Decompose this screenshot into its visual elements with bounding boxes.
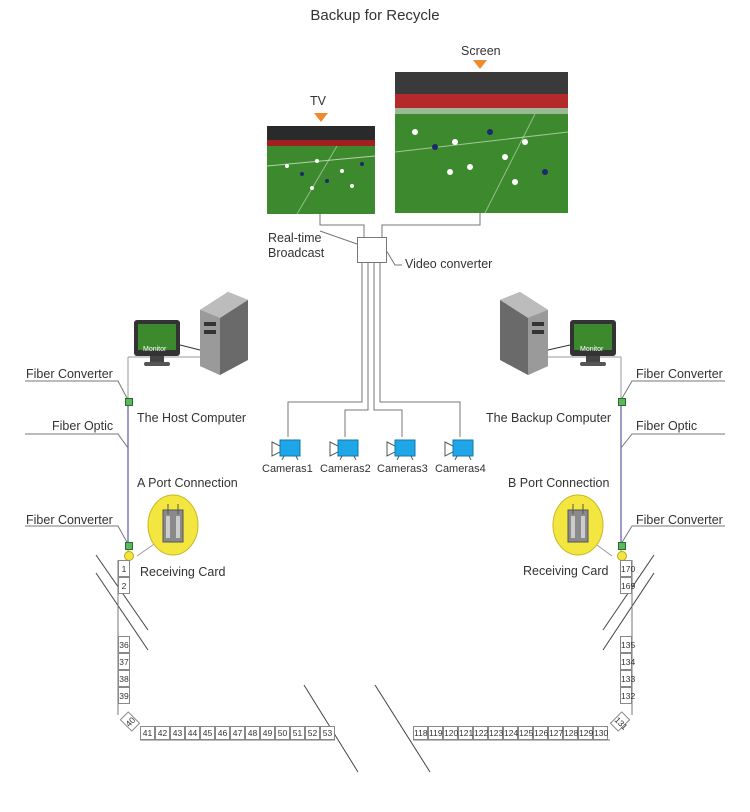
a-port-label: A Port Connection [137,476,238,490]
cabinet-cell: 132 [620,687,635,704]
fiber-optic-label-right: Fiber Optic [636,419,698,433]
host-monitor-text: Monitor [143,346,167,353]
diagram-title: Backup for Recycle [310,7,440,24]
cabinet-cell: 36 [118,636,130,653]
cabinet-cell: 128 [563,726,579,740]
video-converter-icon [357,237,387,263]
cabinet-cell: 169 [620,577,635,594]
cabinet-cell: 37 [118,653,130,670]
cabinet-cell: 50 [275,726,290,740]
backup-computer-label: The Backup Computer [486,411,612,425]
cabinet-cell: 38 [118,670,130,687]
camera-label: Cameras4 [435,463,486,475]
cabinet-cell: 125 [518,726,534,740]
fiber-converter-icon-right-bottom [618,542,626,550]
cabinet-cell: 47 [230,726,245,740]
cabinet-cell: 122 [473,726,489,740]
receiving-card-label-right: Receiving Card [523,564,609,578]
fiber-optic-label-left: Fiber Optic [52,419,114,433]
cabinet-cell: 51 [290,726,305,740]
cabinet-cell: 120 [443,726,459,740]
tv-label: TV [310,94,326,108]
b-port-label: B Port Connection [508,476,610,490]
screen-label: Screen [461,44,501,58]
cabinet-cell: 44 [185,726,200,740]
b-port-card-icon [552,494,604,556]
realtime-label-line1: Real-time [268,231,322,245]
fiber-converter-label-right-top: Fiber Converter [636,367,723,381]
fiber-converter-label-right-bottom: Fiber Converter [636,513,723,527]
cabinet-cell: 49 [260,726,275,740]
screen-arrow-icon [473,60,487,69]
cabinet-cell: 48 [245,726,260,740]
cabinet-cell: 119 [428,726,443,740]
fiber-converter-icon-left-top [125,398,133,406]
camera-icon [329,439,359,460]
fiber-converter-label-left-bottom: Fiber Converter [26,513,113,527]
host-computer-icon [134,292,248,375]
cabinet-cell: 52 [305,726,320,740]
cabinet-cell: 127 [548,726,564,740]
tv-arrow-icon [314,113,328,122]
cabinet-cell: 53 [320,726,335,740]
cabinet-cell: 126 [533,726,549,740]
fiber-converter-icon-right-top [618,398,626,406]
cabinet-cell: 2 [118,577,130,594]
fiber-converter-label-left-top: Fiber Converter [26,367,113,381]
cabinet-cell: 123 [488,726,504,740]
camera-icon [444,439,474,460]
camera-label: Cameras2 [320,463,371,475]
realtime-label-line2: Broadcast [268,246,325,260]
cabinet-cell: 129 [578,726,594,740]
camera-label: Cameras3 [377,463,428,475]
a-port-card-icon [147,494,199,556]
fiber-converter-icon-left-bottom [125,542,133,550]
video-converter-label: Video converter [405,257,493,271]
tv-image [267,126,375,214]
screen-image [395,72,568,213]
cabinet-cell: 42 [155,726,170,740]
receiving-card-label-left: Receiving Card [140,565,226,579]
cabinet-cell: 135 [620,636,635,653]
camera-label: Cameras1 [262,463,313,475]
cabinet-cell: 124 [503,726,519,740]
cabinet-cell: 39 [118,687,130,704]
cabinet-cell: 121 [458,726,474,740]
backup-computer-icon [500,292,616,375]
cabinet-cell: 46 [215,726,230,740]
cabinet-cell: 1 [118,560,130,577]
cabinet-cell: 170 [620,560,635,577]
backup-monitor-text: Monitor [580,346,604,353]
cabinet-cell: 45 [200,726,215,740]
cabinet-cell: 133 [620,670,635,687]
host-computer-label: The Host Computer [137,411,247,425]
camera-icon [271,439,301,460]
cabinet-cell: 43 [170,726,185,740]
cabinet-cell: 134 [620,653,635,670]
cabinet-cell: 118 [413,726,428,740]
camera-icon [386,439,416,460]
cabinet-cell: 41 [140,726,155,740]
cabinet-cell: 130 [593,726,609,740]
